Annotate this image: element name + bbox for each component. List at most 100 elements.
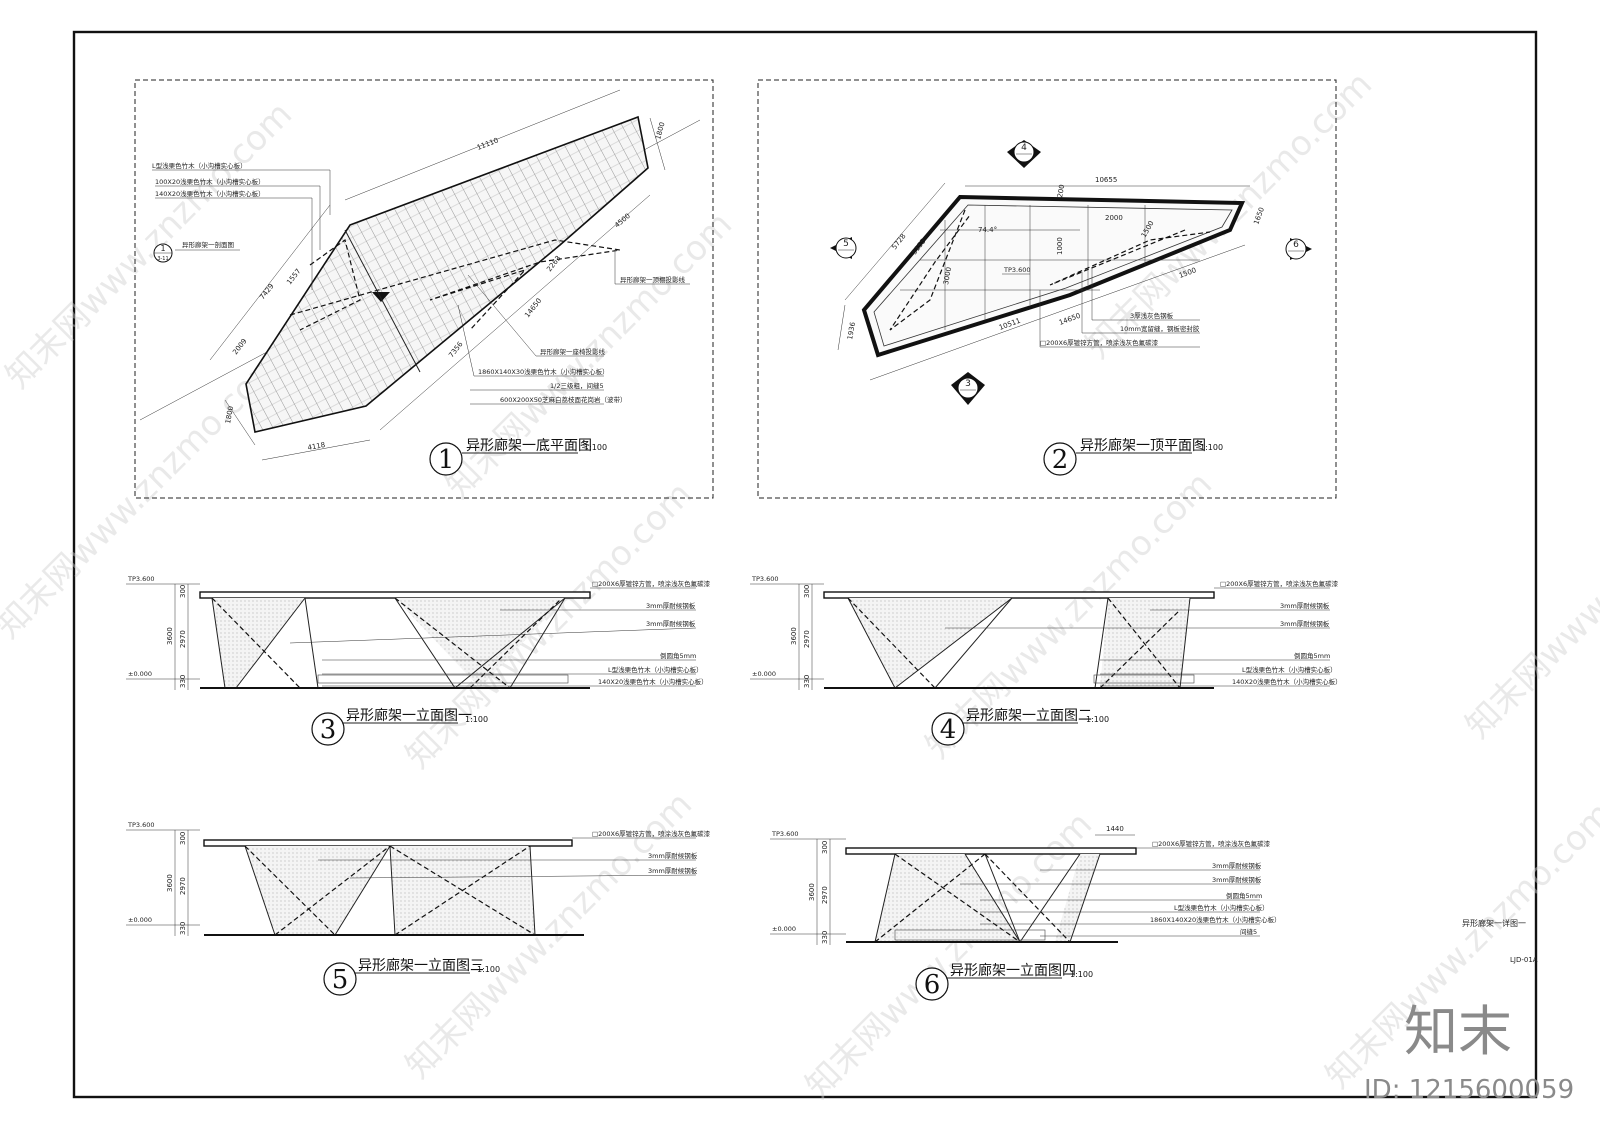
plan2-callouts: 3厚浅灰色钢板 10mm宽留缝，钢板密封胶 □200X6厚镀锌方管，喷涂浅灰色氟… (1039, 268, 1200, 348)
dim-text: 14650 (1058, 312, 1082, 327)
svg-text:2970: 2970 (179, 630, 187, 648)
elevation-4-panel: TP3.600 ±0.000 3600 2970 300 330 □200X6厚… (750, 575, 1342, 746)
page-title: 异形廊架一底平面图 (466, 437, 592, 454)
roof-outline (861, 194, 1246, 358)
deck-outline (245, 115, 649, 433)
svg-text:1:100: 1:100 (477, 965, 500, 974)
svg-text:330: 330 (179, 922, 187, 935)
callout-label: □200X6厚镀锌方管，喷涂浅灰色氟碳漆 (1040, 338, 1159, 347)
svg-text:5: 5 (843, 239, 849, 249)
elevation-3-panel: TP3.600 ±0.000 3600 2970 300 330 □200X6厚… (126, 575, 711, 746)
dim-text: 2009 (231, 337, 248, 356)
svg-text:TP3.600: TP3.600 (127, 575, 155, 583)
dim-text: 1936 (846, 321, 857, 340)
svg-text:3mm厚耐候钢板: 3mm厚耐候钢板 (1212, 861, 1262, 870)
dim-text: 11110 (476, 136, 500, 151)
svg-text:5: 5 (332, 965, 349, 995)
svg-text:1: 1 (160, 244, 165, 253)
callout-label: 异形廊架一剖面图 (182, 240, 234, 249)
drawing-title: 异形廊架一详图一 (1462, 918, 1526, 928)
callout-label: 1860X140X30浅栗色竹木（小沟槽实心板） (478, 367, 609, 376)
north-arrow-icon (372, 292, 390, 302)
svg-text:330: 330 (821, 931, 829, 944)
svg-text:330: 330 (803, 675, 811, 688)
svg-text:2970: 2970 (803, 630, 811, 648)
svg-text:2970: 2970 (821, 886, 829, 904)
svg-text:1:100: 1:100 (1086, 715, 1109, 724)
svg-text:3600: 3600 (166, 627, 174, 645)
svg-text:倒圆角5mm: 倒圆角5mm (660, 651, 696, 660)
page-title: 异形廊架一立面图二 (966, 707, 1092, 724)
page-title: 异形廊架一立面图四 (950, 962, 1076, 979)
svg-text:300: 300 (179, 585, 187, 598)
dim-text: 4118 (307, 441, 326, 452)
svg-text:□200X6厚镀锌方管，喷涂浅灰色氟碳漆: □200X6厚镀锌方管，喷涂浅灰色氟碳漆 (1220, 579, 1339, 588)
elev5-callouts: □200X6厚镀锌方管，喷涂浅灰色氟碳漆 3mm厚耐候钢板 3mm厚耐候钢板 (318, 829, 711, 879)
svg-text:300: 300 (821, 841, 829, 854)
svg-text:±0.000: ±0.000 (772, 925, 796, 933)
dim-text: 7429 (258, 282, 275, 301)
callout-label: 600X200X50芝麻白荔枝面花岗岩（波带） (500, 395, 627, 404)
svg-text:L型浅栗色竹木（小沟槽实心板）: L型浅栗色竹木（小沟槽实心板） (1242, 665, 1337, 674)
svg-text:140X20浅栗色竹木（小沟槽实心板）: 140X20浅栗色竹木（小沟槽实心板） (1232, 677, 1342, 686)
sheet-frame (72, 30, 1538, 1099)
svg-text:3600: 3600 (790, 627, 798, 645)
elevation-5-panel: TP3.600 ±0.000 3600 2970 300 330 □200X6厚… (126, 821, 711, 996)
svg-text:300: 300 (179, 832, 187, 845)
svg-text:1: 1 (438, 445, 455, 475)
svg-text:140X20浅栗色竹木（小沟槽实心板）: 140X20浅栗色竹木（小沟槽实心板） (598, 677, 708, 686)
svg-text:L型浅栗色竹木（小沟槽实心板）: L型浅栗色竹木（小沟槽实心板） (608, 665, 703, 674)
elev6-callouts: □200X6厚镀锌方管，喷涂浅灰色氟碳漆 3mm厚耐候钢板 3mm厚耐候钢板 倒… (960, 839, 1281, 937)
dim-text: 200 (1056, 184, 1066, 199)
svg-text:±0.000: ±0.000 (128, 670, 152, 678)
svg-text:3mm厚耐候钢板: 3mm厚耐候钢板 (648, 851, 698, 860)
dim-text: 3000 (942, 266, 953, 285)
plan1-title: 1 异形廊架一底平面图 1:100 (429, 437, 607, 476)
svg-text:6: 6 (1293, 240, 1299, 250)
svg-text:TP3.600: TP3.600 (751, 575, 779, 583)
plan2-title: 2 异形廊架一顶平面图 1:100 (1043, 437, 1223, 476)
watermark: 知末网www.znzmo.com (1458, 444, 1600, 746)
svg-text:L型浅栗色竹木（小沟槽实心板）: L型浅栗色竹木（小沟槽实心板） (1174, 903, 1269, 912)
svg-text:□200X6厚镀锌方管，喷涂浅灰色氟碳漆: □200X6厚镀锌方管，喷涂浅灰色氟碳漆 (1152, 839, 1271, 848)
svg-text:1860X140X20浅栗色竹木（小沟槽实心板）: 1860X140X20浅栗色竹木（小沟槽实心板） (1150, 915, 1281, 924)
svg-text:3mm厚耐候钢板: 3mm厚耐候钢板 (1280, 601, 1330, 610)
svg-text:3-11: 3-11 (157, 256, 168, 262)
svg-text:3mm厚耐候钢板: 3mm厚耐候钢板 (1280, 619, 1330, 628)
svg-text:倒圆角5mm: 倒圆角5mm (1294, 651, 1330, 660)
svg-text:4: 4 (1021, 143, 1027, 153)
elev3-callouts: □200X6厚镀锌方管，喷涂浅灰色氟碳漆 3mm厚耐候钢板 3mm厚耐候钢板 倒… (289, 579, 711, 687)
elev4-callouts: □200X6厚镀锌方管，喷涂浅灰色氟碳漆 3mm厚耐候钢板 3mm厚耐候钢板 倒… (945, 579, 1342, 687)
plan-1-panel: 11110 1800 4500 7429 1557 2009 2263 1465… (134, 79, 714, 499)
page-title: 异形廊架一顶平面图 (1080, 437, 1206, 454)
svg-text:间缝5: 间缝5 (1240, 927, 1257, 936)
view-mark-3: 3 (951, 372, 985, 405)
dim-text: 5728 (890, 232, 907, 251)
elevation-6-panel: TP3.600 ±0.000 3600 2970 300 330 1440 □2… (770, 825, 1281, 1001)
svg-text:3mm厚耐候钢板: 3mm厚耐候钢板 (1212, 875, 1262, 884)
callout-label: 140X20浅栗色竹木（小沟槽实心板） (155, 189, 265, 198)
svg-text:2: 2 (1052, 445, 1069, 475)
callout-label: 10mm宽留缝，钢板密封胶 (1120, 324, 1200, 333)
svg-text:□200X6厚镀锌方管，喷涂浅灰色氟碳漆: □200X6厚镀锌方管，喷涂浅灰色氟碳漆 (592, 579, 711, 588)
callout-label: L型浅栗色竹木（小沟槽实心板） (152, 161, 247, 170)
dim-text: 14650 (523, 297, 543, 319)
dim-text: 7356 (447, 340, 465, 359)
svg-text:±0.000: ±0.000 (128, 916, 152, 924)
dim-text: 1800 (654, 121, 666, 140)
svg-text:1440: 1440 (1106, 825, 1124, 833)
svg-text:1:100: 1:100 (465, 715, 488, 724)
svg-text:1:100: 1:100 (584, 443, 607, 452)
svg-text:3600: 3600 (808, 883, 816, 901)
dim-text: 2000 (1105, 214, 1123, 222)
dim-text: 2263 (545, 254, 562, 273)
dim-text: 74.4° (978, 226, 997, 234)
svg-text:TP3.600: TP3.600 (127, 821, 155, 829)
brand-logo: 知末 (1404, 1000, 1512, 1063)
plan-2-panel: TP3.600 10655 200 2000 1000 3000 1500 57… (757, 79, 1337, 499)
svg-text:6: 6 (924, 970, 941, 1000)
svg-text:300: 300 (803, 585, 811, 598)
svg-text:□200X6厚镀锌方管，喷涂浅灰色氟碳漆: □200X6厚镀锌方管，喷涂浅灰色氟碳漆 (592, 829, 711, 838)
svg-text:3mm厚耐候钢板: 3mm厚耐候钢板 (648, 866, 698, 875)
page-title: 异形廊架一立面图三 (358, 957, 484, 974)
